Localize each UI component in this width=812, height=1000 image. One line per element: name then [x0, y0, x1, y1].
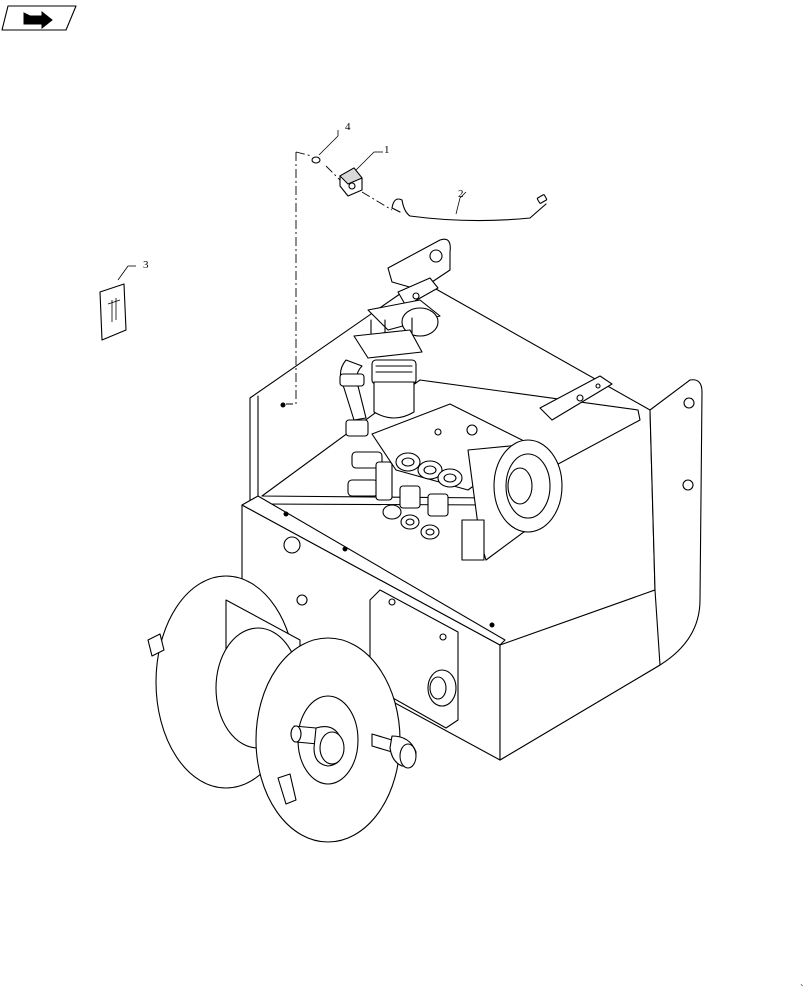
filter-assembly [339, 299, 441, 437]
mounting-bracket [387, 238, 613, 421]
callout-2: 2 [458, 188, 464, 200]
nav-badge[interactable] [1, 5, 77, 31]
corner-mark: ` [800, 983, 804, 995]
part-4-ring [311, 130, 339, 164]
callout-1: 1 [384, 144, 390, 156]
part-2-cable [391, 191, 548, 222]
pump-assembly [347, 403, 563, 561]
hose-reel [147, 575, 417, 843]
assembly-lines [286, 151, 393, 405]
callout-4: 4 [345, 121, 351, 133]
part-3-label-plate [99, 265, 136, 341]
part-1-switch [339, 151, 383, 197]
callout-3: 3 [143, 259, 149, 271]
forward-arrow-icon [23, 10, 53, 30]
